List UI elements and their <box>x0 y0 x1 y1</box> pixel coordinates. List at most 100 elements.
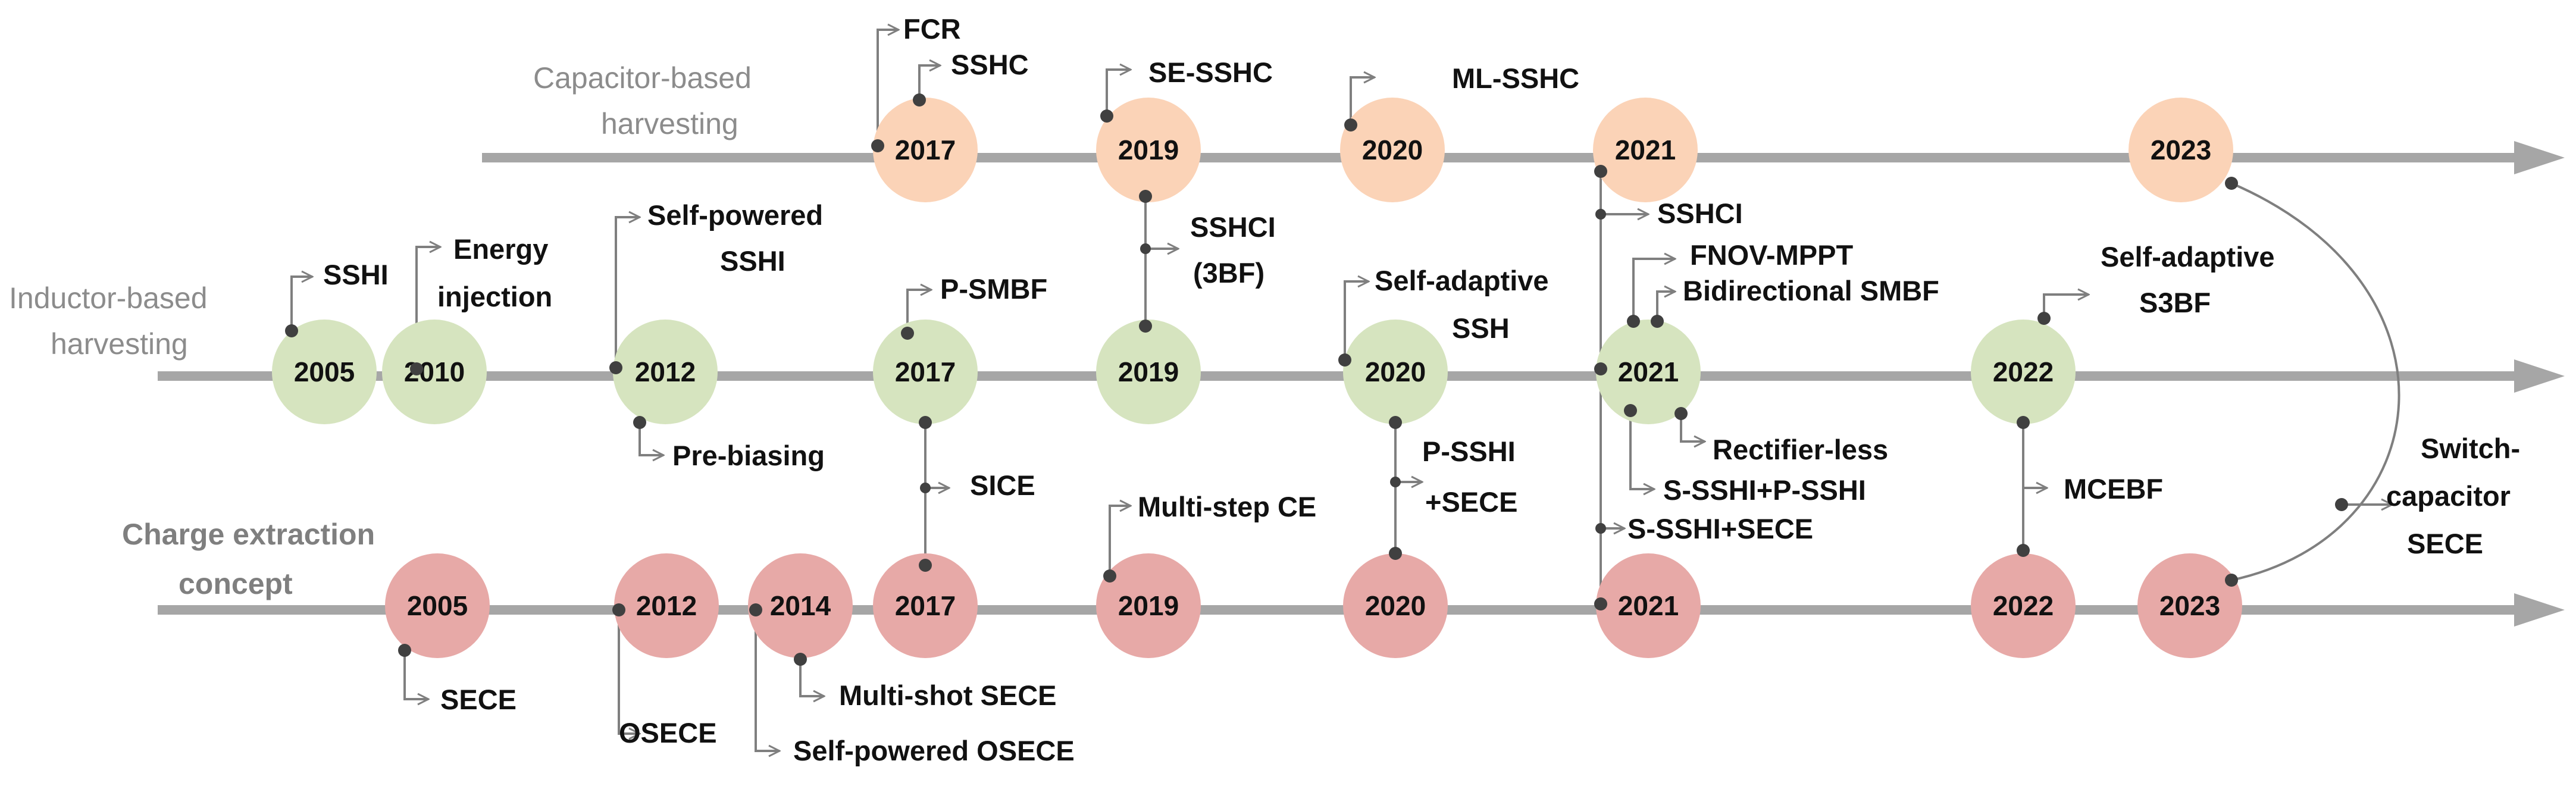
node-labels: FCR SSHC SE-SSHC ML-SSHC SSHI Energy inj… <box>323 13 2520 766</box>
label-fnov-mppt: FNOV-MPPT <box>1690 239 1853 271</box>
inductor-year-label-2012: 2012 <box>635 356 696 387</box>
connector-sshc <box>918 65 940 100</box>
capacitor-year-circle-2020 <box>1340 98 1445 202</box>
connector-fnov-mppt <box>1632 259 1675 321</box>
connector-self-adaptive-ssh <box>1344 281 1369 360</box>
inductor-year-circle-2012 <box>613 320 718 424</box>
label-sshci-1: SSHCI <box>1190 211 1276 243</box>
charge-year-circle-2014 <box>748 553 853 658</box>
inductor-axis-arrowhead <box>2514 359 2565 393</box>
label-self-adaptive-s3bf-1: Self-adaptive <box>2101 241 2275 273</box>
dot <box>2037 312 2051 325</box>
dot <box>2335 498 2348 511</box>
charge-year-label-2022: 2022 <box>1993 590 2054 621</box>
connector-fcr <box>877 30 899 146</box>
label-p-sshi-sece-1: P-SSHI <box>1422 436 1516 467</box>
dot <box>609 361 622 374</box>
label-bidirectional-smbf: Bidirectional SMBF <box>1683 275 1939 306</box>
connector-dots <box>285 93 2348 666</box>
label-self-powered-osece: Self-powered OSECE <box>793 735 1075 766</box>
label-switch-cap-sece-2: capacitor <box>2386 480 2511 512</box>
dot <box>2017 544 2030 557</box>
capacitor-year-label-2017: 2017 <box>895 134 956 165</box>
capacitor-year-circle-2023 <box>2129 98 2233 202</box>
dot <box>1344 118 1357 132</box>
connector-self-powered-osece <box>755 610 780 751</box>
connector-self-powered-sshi <box>615 217 640 368</box>
label-fcr: FCR <box>903 13 961 45</box>
connector-s-sshi-p-sshi <box>1629 411 1654 489</box>
charge-year-label-2017: 2017 <box>895 590 956 621</box>
charge-year-circle-2019 <box>1096 553 1201 658</box>
inductor-year-circle-2017 <box>873 320 978 424</box>
dot <box>1140 243 1151 254</box>
dot <box>1338 353 1351 367</box>
connector-se-sshc <box>1106 70 1131 116</box>
charge-year-label-2019: 2019 <box>1118 590 1179 621</box>
inductor-year-label-2017: 2017 <box>895 356 956 387</box>
dot <box>1389 416 1402 429</box>
capacitor-year-label-2020: 2020 <box>1362 134 1423 165</box>
label-multi-step-ce: Multi-step CE <box>1138 491 1316 522</box>
label-self-powered-sshi-1: Self-powered <box>647 199 823 231</box>
label-mcebf: MCEBF <box>2064 473 2163 505</box>
charge-lane-label-line2: concept <box>179 567 293 600</box>
charge-year-circle-2022 <box>1971 553 2076 658</box>
label-sshci-2: (3BF) <box>1193 257 1264 289</box>
label-sece: SECE <box>440 684 517 715</box>
dot <box>1139 320 1152 333</box>
dot <box>1390 477 1401 487</box>
label-s-sshi-p-sshi: S-SSHI+P-SSHI <box>1663 474 1866 506</box>
charge-year-circle-2017 <box>873 553 978 658</box>
inductor-year-label-2005: 2005 <box>294 356 355 387</box>
dot <box>1103 569 1116 583</box>
dot <box>920 483 931 493</box>
label-s-sshi-sece: S-SSHI+SECE <box>1627 513 1813 544</box>
dot <box>871 139 884 152</box>
dot <box>901 327 914 340</box>
dot <box>2225 574 2238 587</box>
dot <box>919 559 932 572</box>
inductor-year-circle-2019 <box>1096 320 1201 424</box>
dot <box>1594 597 1607 610</box>
dot <box>1389 547 1402 560</box>
capacitor-axis-arrowhead <box>2514 141 2565 174</box>
capacitor-year-circle-2017 <box>873 98 978 202</box>
inductor-lane-label-line1: Inductor-based <box>9 281 208 315</box>
capacitor-lane-label-line1: Capacitor-based <box>533 61 752 95</box>
connector-multi-step-ce <box>1109 506 1131 576</box>
capacitor-year-label-2023: 2023 <box>2151 134 2211 165</box>
dot <box>1595 523 1606 534</box>
charge-year-circle-2020 <box>1343 553 1448 658</box>
label-self-adaptive-ssh-2: SSH <box>1452 312 1510 344</box>
label-self-adaptive-s3bf-2: S3BF <box>2139 287 2211 318</box>
dot <box>2017 416 2030 429</box>
label-energy-injection-1: Energy <box>453 233 548 265</box>
inductor-year-label-2021: 2021 <box>1618 356 1679 387</box>
dot <box>398 644 411 657</box>
inductor-year-circle-2010 <box>382 320 487 424</box>
connector-osece <box>618 610 640 734</box>
dot <box>633 416 646 429</box>
charge-year-circle-2012 <box>614 553 719 658</box>
label-rectifier-less: Rectifier-less <box>1713 434 1888 465</box>
dot <box>1674 407 1688 420</box>
dot <box>410 362 423 375</box>
label-switch-cap-sece-3: SECE <box>2407 528 2483 559</box>
connector-bidirectional-smbf <box>1656 292 1675 321</box>
charge-year-label-2020: 2020 <box>1365 590 1426 621</box>
label-energy-injection-2: injection <box>437 281 552 312</box>
label-self-adaptive-ssh-1: Self-adaptive <box>1375 265 1549 296</box>
charge-year-label-2012: 2012 <box>636 590 697 621</box>
connector-self-adaptive-s3bf <box>2043 295 2089 318</box>
capacitor-year-label-2019: 2019 <box>1118 134 1179 165</box>
label-self-powered-sshi-2: SSHI <box>720 245 785 277</box>
charge-year-label-2023: 2023 <box>2159 590 2220 621</box>
dot <box>1594 362 1607 375</box>
label-sshi: SSHI <box>323 259 389 290</box>
connector-sece <box>403 650 428 699</box>
connector-rectifier-less <box>1680 414 1705 442</box>
inductor-year-label-2022: 2022 <box>1993 356 2054 387</box>
